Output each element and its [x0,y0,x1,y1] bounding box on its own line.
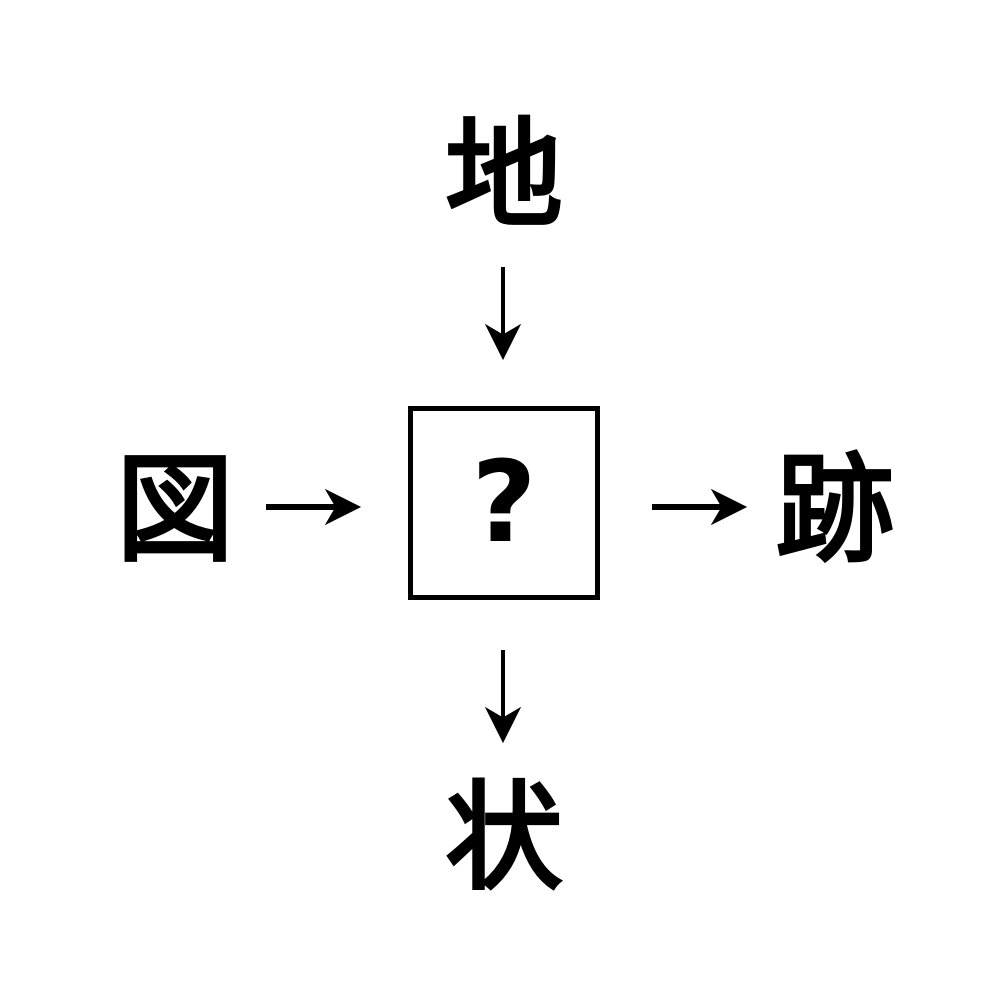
arrow-right-center-to-right-icon [648,487,748,527]
question-mark: ? [471,438,537,568]
kanji-bottom: 状 [444,769,563,907]
kanji-left: 図 [115,441,234,579]
kanji-top: 地 [444,106,563,244]
answer-box[interactable]: ? [408,406,600,600]
arrow-down-center-to-bottom-icon [483,648,523,744]
arrow-down-top-to-center-icon [483,265,523,361]
kanji-right: 跡 [775,441,894,579]
arrow-right-left-to-center-icon [262,487,362,527]
